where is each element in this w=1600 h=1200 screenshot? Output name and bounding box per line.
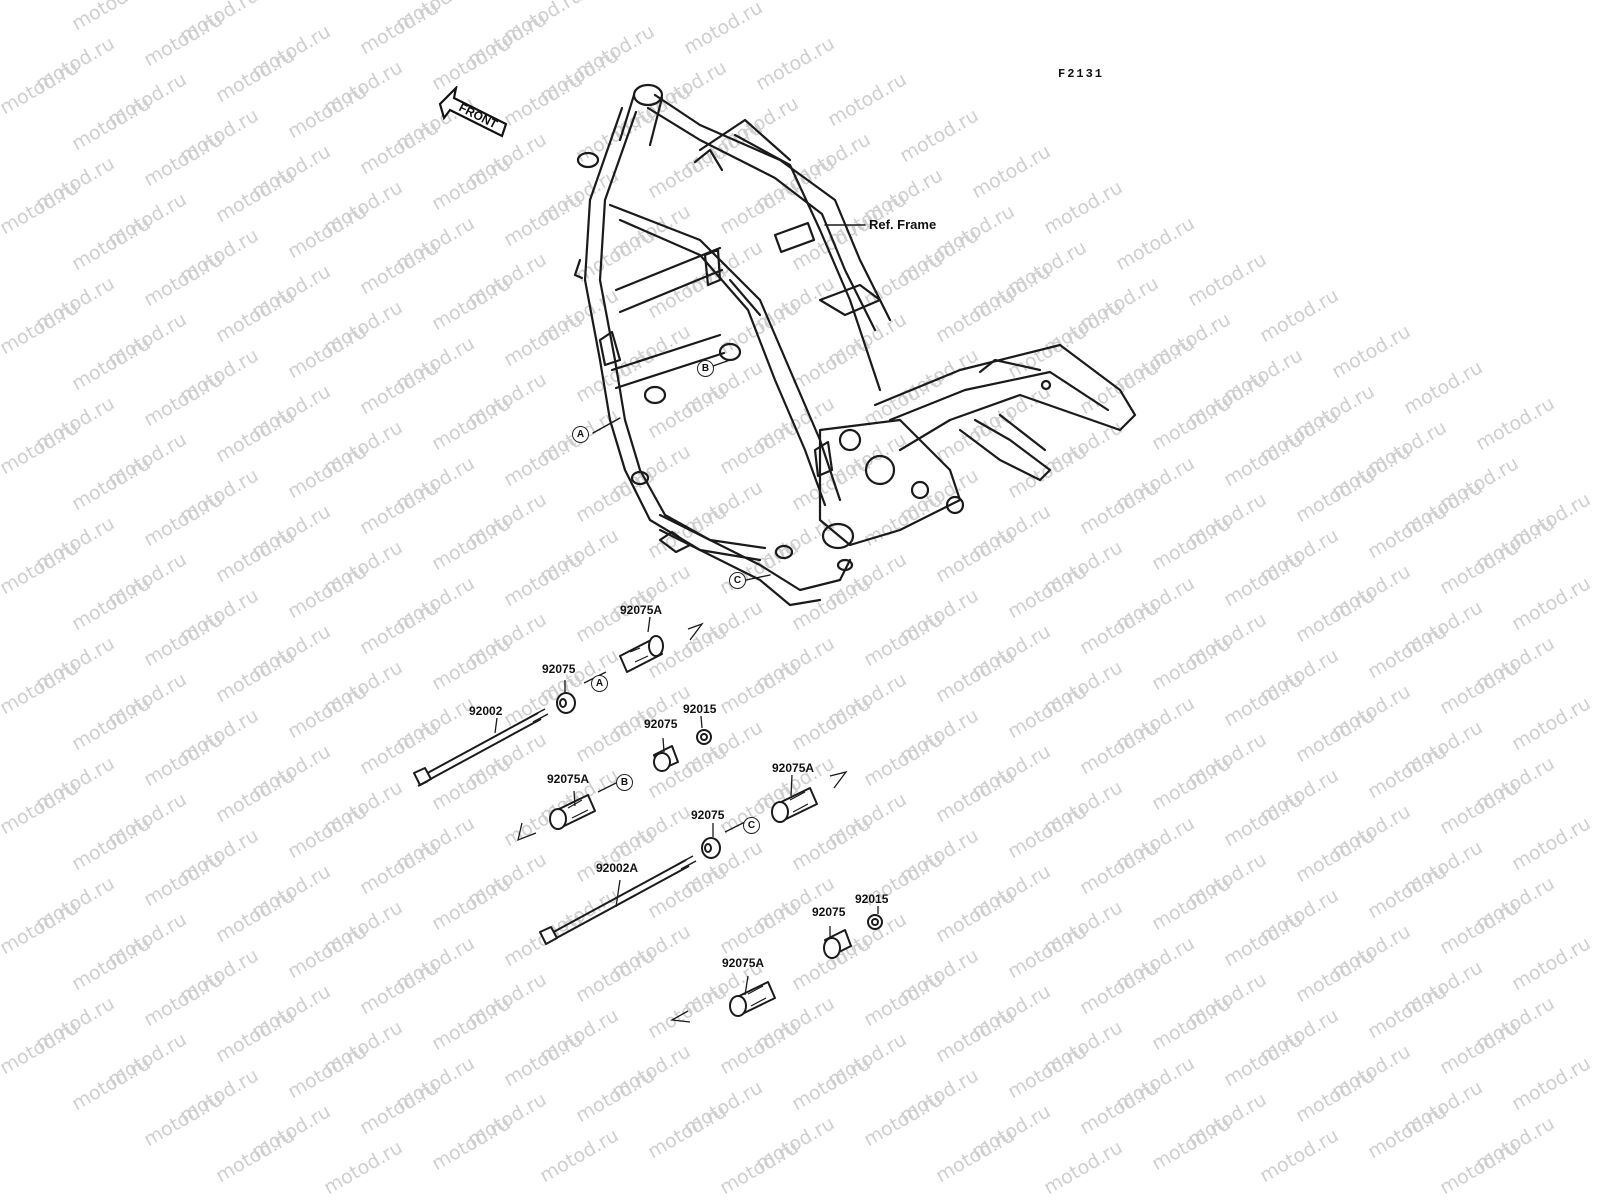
part-label: 92015: [855, 892, 889, 906]
part-label: 92075: [812, 905, 846, 919]
part-label: 92075A: [547, 772, 590, 786]
part-label: 92002A: [596, 861, 639, 875]
nut-92015-b: [696, 729, 712, 745]
frame-marker-a: A: [572, 426, 589, 443]
front-label: FRONT: [457, 100, 501, 132]
part-marker-b: B: [616, 774, 633, 791]
part-label: 92015: [683, 702, 717, 716]
collar-92075a-d: [729, 981, 776, 1017]
nut-92015-d: [867, 914, 883, 930]
frame-marker-b: B: [697, 360, 714, 377]
collar-92075-d: [823, 929, 852, 959]
part-label: 92075A: [722, 956, 765, 970]
part-label: 92075A: [772, 761, 815, 775]
part-label: 92075: [644, 717, 678, 731]
front-downtube: [583, 106, 762, 562]
collar-92075a-top: [619, 635, 664, 673]
collar-92075a-c: [771, 787, 818, 823]
collar-92075-b: [653, 745, 679, 772]
ref-frame-label: Ref. Frame: [869, 217, 937, 232]
part-label: 92002: [469, 704, 503, 718]
part-marker-a: A: [591, 675, 608, 692]
top-tube: [653, 93, 892, 322]
collar-92075a-b: [549, 794, 596, 830]
bolt-upper: [413, 708, 549, 787]
part-marker-c: C: [743, 817, 760, 834]
figure-code: F2131: [1058, 67, 1105, 81]
part-label: 92075A: [620, 603, 663, 617]
frame-marker-c: C: [729, 572, 746, 589]
part-label: 92075: [691, 808, 725, 822]
part-label: 92075: [542, 662, 576, 676]
steering-head: [576, 83, 664, 169]
